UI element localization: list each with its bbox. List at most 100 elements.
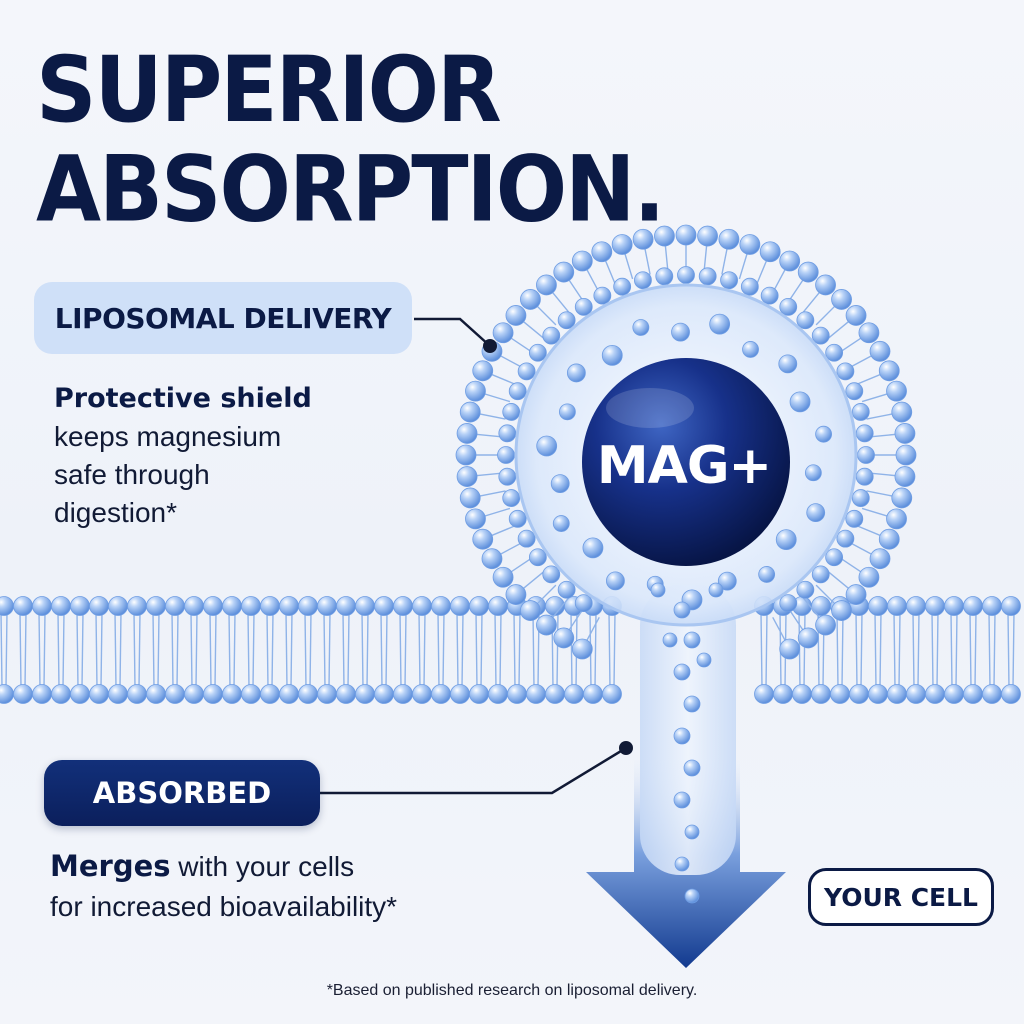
lipid-head	[887, 684, 907, 704]
connector-line-absorbed	[320, 746, 627, 795]
encapsulated-particles	[536, 313, 832, 611]
lipid-head	[758, 566, 776, 583]
lipid-head	[222, 684, 242, 704]
lipid-head	[298, 684, 318, 704]
lipid-tail	[936, 611, 939, 689]
lipid-head	[673, 601, 691, 619]
liposomal-description: Protective shield keeps magnesium safe t…	[54, 380, 312, 532]
lipid-head	[279, 684, 299, 704]
lipid-tail	[993, 611, 996, 689]
lipid-head	[32, 596, 52, 616]
lipid-head	[858, 322, 880, 344]
liposomal-description-line: digestion*	[54, 497, 177, 528]
liposomal-description-line: safe through	[54, 459, 210, 490]
lipid-head	[508, 509, 527, 528]
lipid-head	[146, 684, 166, 704]
lipid-tail	[1007, 611, 1010, 689]
lipid-head	[431, 684, 451, 704]
lipid-head	[393, 684, 413, 704]
lipid-tail	[247, 611, 250, 689]
lipid-tail	[323, 611, 326, 689]
lipid-head	[944, 684, 964, 704]
lipid-head	[465, 380, 486, 402]
lipid-tail	[475, 611, 478, 689]
lipid-tail	[304, 611, 307, 689]
lipid-head	[13, 684, 33, 704]
lipid-head	[203, 684, 223, 704]
lipid-head	[845, 382, 864, 401]
lipid-head	[857, 446, 875, 464]
lipid-head	[557, 311, 576, 330]
lipid-tail	[100, 611, 103, 689]
lipid-head	[0, 596, 14, 616]
lipid-head	[811, 596, 831, 616]
lipid-head	[456, 466, 478, 487]
lipid-tail	[608, 611, 611, 689]
lipid-head	[632, 319, 650, 336]
lipid-head	[673, 663, 691, 681]
lipid-head	[222, 596, 242, 616]
lipid-head	[298, 596, 318, 616]
lipid-tail	[423, 611, 426, 689]
lipid-head	[127, 596, 147, 616]
lipid-tail	[912, 611, 915, 689]
lipid-tail	[613, 611, 616, 689]
lipid-head	[184, 684, 204, 704]
lipid-head	[869, 340, 891, 362]
membrane-bilayer	[0, 596, 1021, 704]
lipid-head	[796, 580, 815, 599]
lipid-head	[557, 580, 576, 599]
lipid-head	[671, 322, 690, 342]
lipid-tail	[114, 611, 117, 689]
lipid-head	[982, 684, 1002, 704]
lipid-head	[336, 684, 356, 704]
lipid-head	[963, 596, 983, 616]
lipid-tail	[518, 611, 521, 689]
lipid-tail	[860, 611, 863, 689]
lipid-head	[759, 241, 781, 263]
lipid-head	[851, 489, 870, 507]
lipid-head	[492, 566, 514, 588]
released-particles	[650, 582, 724, 904]
lipid-tail	[133, 611, 136, 689]
lipid-tail	[19, 611, 22, 689]
lipid-head	[355, 684, 375, 704]
connector-dot-absorbed	[619, 741, 633, 755]
lipid-tail	[228, 611, 231, 689]
lipid-tail	[893, 611, 896, 689]
lipid-tail	[309, 611, 312, 689]
lipid-head	[317, 596, 337, 616]
lipid-tail	[380, 611, 383, 689]
lipid-head	[51, 684, 71, 704]
lipid-head	[684, 888, 700, 904]
lipid-head	[108, 684, 128, 704]
lipid-head	[815, 614, 836, 636]
lipid-tail	[190, 611, 193, 689]
lipid-head	[891, 401, 913, 423]
lipid-head	[683, 631, 701, 649]
headline-line-2: ABSORPTION.	[36, 136, 665, 242]
lipid-tail	[874, 611, 877, 689]
lipid-tail	[494, 611, 497, 689]
lipid-head	[613, 277, 632, 296]
lipid-head	[944, 596, 964, 616]
lipid-head	[465, 508, 486, 530]
lipid-head	[553, 627, 575, 649]
lipid-tail	[556, 611, 559, 689]
absorbed-description-rest: with your cells	[170, 851, 355, 882]
lipid-head	[845, 305, 867, 326]
lipid-head	[431, 596, 451, 616]
lipid-head	[472, 360, 494, 382]
lipid-head	[804, 464, 822, 482]
lipid-tail	[456, 611, 459, 689]
headline-line-1: SUPERIOR	[36, 36, 502, 143]
lipid-tail	[442, 611, 445, 689]
lipid-head	[709, 313, 731, 335]
lipid-head	[507, 684, 527, 704]
lipid-head	[811, 565, 830, 584]
lipid-tail	[760, 611, 763, 689]
lipid-head	[815, 274, 836, 296]
lipid-tail	[418, 611, 421, 689]
lipid-tail	[437, 611, 440, 689]
lipid-head	[886, 508, 907, 530]
